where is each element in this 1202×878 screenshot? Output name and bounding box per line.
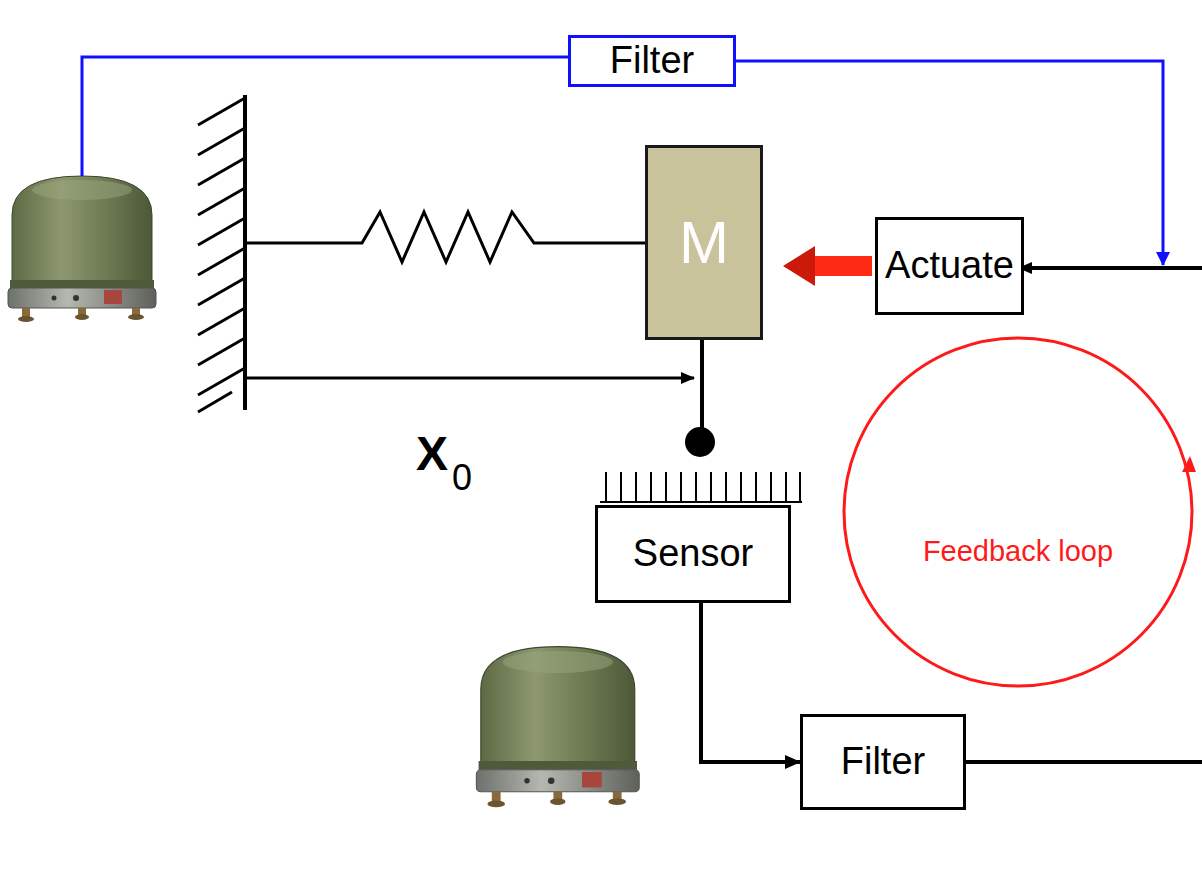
actuator-box: Actuate [875,217,1024,315]
signal-wire [965,760,1202,764]
node-label: Actuate [885,245,1014,287]
node-label: Feedback loop [923,536,1113,568]
mass-box: M [645,145,763,340]
wall [243,95,247,410]
signal-wire [1019,266,1202,270]
force-arrow [783,246,872,286]
sensor-box: Sensor [595,505,791,603]
signal-connector [701,603,800,762]
spring [245,212,645,262]
node-label: M [679,210,729,276]
sensor-scale [600,472,802,502]
feedback-loop-circle: Feedback loop [838,334,1198,690]
displacement-arrow [245,377,694,380]
seismometer [476,647,639,808]
node-label: Filter [610,40,694,82]
filter-box: Filter [800,714,966,810]
node-label: Filter [841,741,925,783]
wall-hatch [198,98,245,412]
loop-circle [838,334,1198,690]
signal-wire [82,57,568,176]
displacement-subscript: 0 [452,460,472,496]
displacement-label: X [416,430,448,478]
mass-stem [700,340,704,440]
seismometer [8,176,156,322]
node-label: Sensor [633,533,753,575]
filter-box: Filter [568,35,736,87]
sensor-pointer [685,427,715,457]
